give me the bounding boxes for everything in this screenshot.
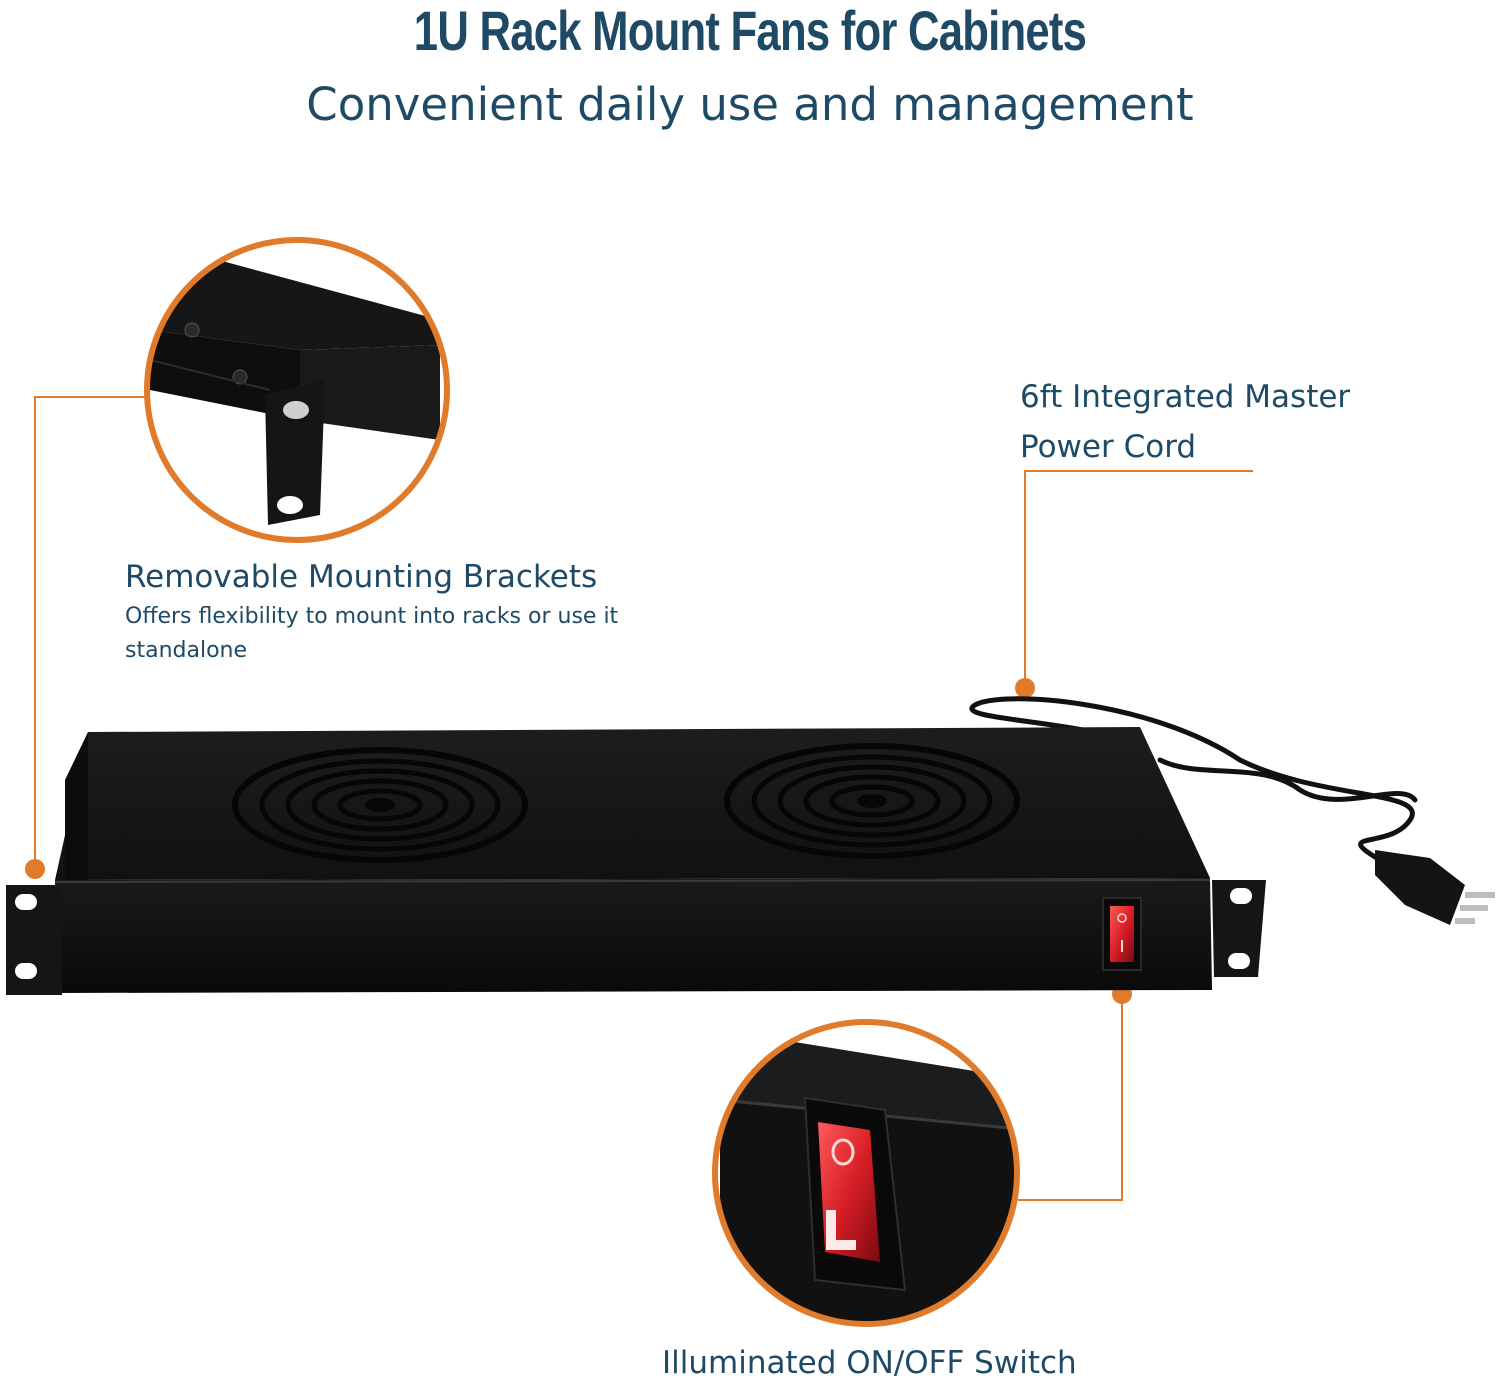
switch-zoom-circle <box>712 1019 1020 1327</box>
fan-unit <box>6 727 1266 995</box>
brackets-description: Offers flexibility to mount into racks o… <box>125 604 619 663</box>
plug <box>1375 850 1495 925</box>
switch-label: Illuminated ON/OFF Switch <box>662 1345 1077 1381</box>
fan-grille-left <box>232 747 528 863</box>
page-subtitle: Convenient daily use and management <box>306 78 1194 131</box>
fan-grille-right <box>724 743 1020 859</box>
power-cord-label: 6ft Integrated Master Power Cord <box>1020 379 1351 465</box>
brackets-label: Removable Mounting Brackets <box>125 559 598 595</box>
power-cord <box>969 696 1418 863</box>
bracket-zoom-circle <box>144 237 450 543</box>
callout-lines <box>34 396 1253 1201</box>
unit-power-switch <box>1102 897 1142 971</box>
left-mount-ear <box>6 885 62 995</box>
page-title: 1U Rack Mount Fans for Cabinets <box>413 0 1087 62</box>
right-mount-ear <box>1212 880 1266 977</box>
